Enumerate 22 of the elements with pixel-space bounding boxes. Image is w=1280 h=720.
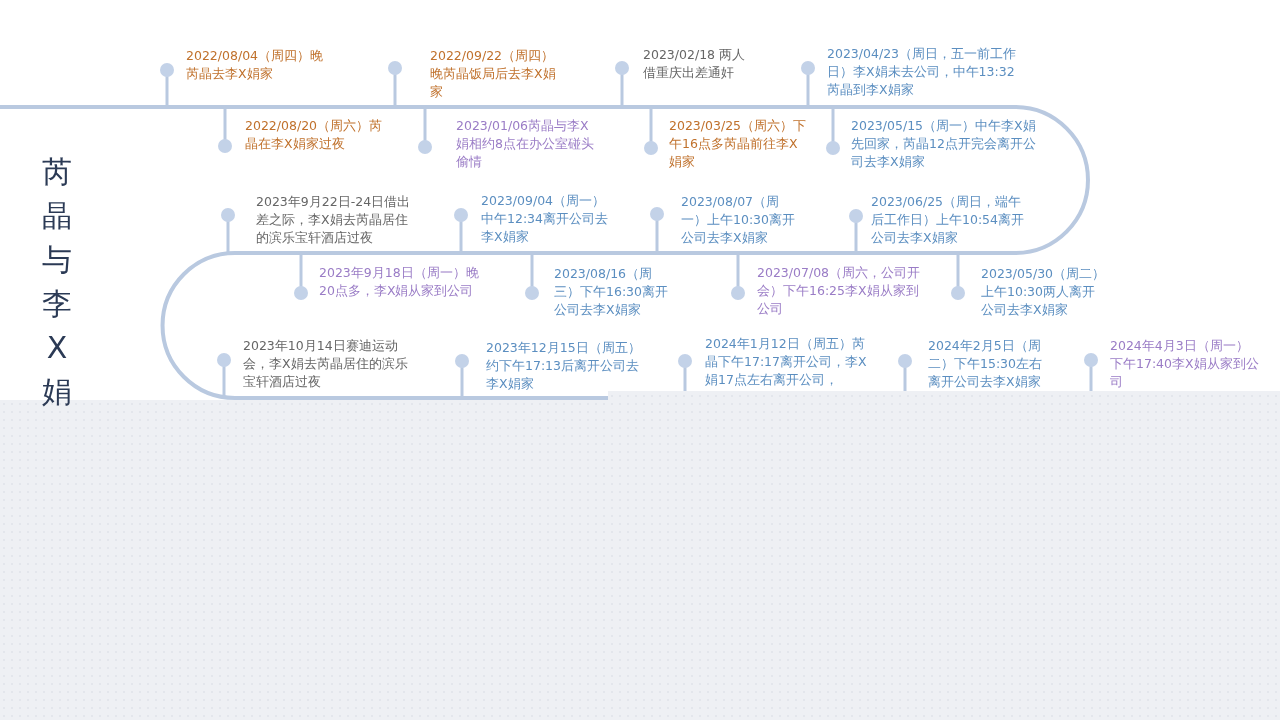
event-text: 2023/05/15（周一）中午李X娟先回家，芮晶12点开完会离开公司去李X娟家 — [851, 117, 1036, 171]
event-text: 2022/08/04（周四）晚芮晶去李X娟家 — [186, 47, 325, 83]
event-text: 2023/02/18 两人借重庆出差通奸 — [643, 46, 747, 82]
event-text: 2024年1月12日（周五）芮晶下午17:17离开公司，李X娟17点左右离开公司， — [705, 335, 868, 389]
event-text: 2024年4月3日（周一）下午17:40李X娟从家到公司 — [1110, 337, 1260, 391]
title: 芮晶与李X娟 — [41, 153, 73, 411]
event-text: 2023年9月22日-24日借出差之际，李X娟去芮晶居住的滨乐宝轩酒店过夜 — [256, 193, 412, 247]
event-text: 2023/05/30（周二）上午10:30两人离开公司去李X娟家 — [981, 265, 1106, 319]
event-text: 2024年2月5日（周二）下午15:30左右离开公司去李X娟家 — [928, 337, 1044, 391]
event-text: 2023/03/25（周六）下午16点多芮晶前往李X娟家 — [669, 117, 808, 171]
event-text: 2023/08/16（周三）下午16:30离开公司去李X娟家 — [554, 265, 669, 319]
event-text: 2023年10月14日赛迪运动会，李X娟去芮晶居住的滨乐宝轩酒店过夜 — [243, 337, 408, 391]
event-text: 2023/09/04（周一）中午12:34离开公司去李X娟家 — [481, 192, 610, 246]
event-text: 2023/06/25（周日，端午后工作日）上午10:54离开公司去李X娟家 — [871, 193, 1026, 247]
event-text: 2023/07/08（周六，公司开会）下午16:25李X娟从家到公司 — [757, 264, 922, 318]
event-text: 2023/08/07（周一）上午10:30离开公司去李X娟家 — [681, 193, 796, 247]
event-text: 2023年9月18日（周一）晚20点多，李X娟从家到公司 — [319, 264, 479, 300]
event-text: 2023/01/06芮晶与李X娟相约8点在办公室碰头偷情 — [456, 117, 595, 171]
event-text: 2022/09/22（周四）晚芮晶饭局后去李X娟家 — [430, 47, 557, 101]
event-text: 2022/08/20（周六）芮晶在李X娟家过夜 — [245, 117, 384, 153]
event-text: 2023/04/23（周日，五一前工作日）李X娟未去公司，中午13:32芮晶到李X娟家 — [827, 45, 1017, 99]
event-text: 2023年12月15日（周五）约下午17:13后离开公司去李X娟家 — [486, 339, 642, 393]
